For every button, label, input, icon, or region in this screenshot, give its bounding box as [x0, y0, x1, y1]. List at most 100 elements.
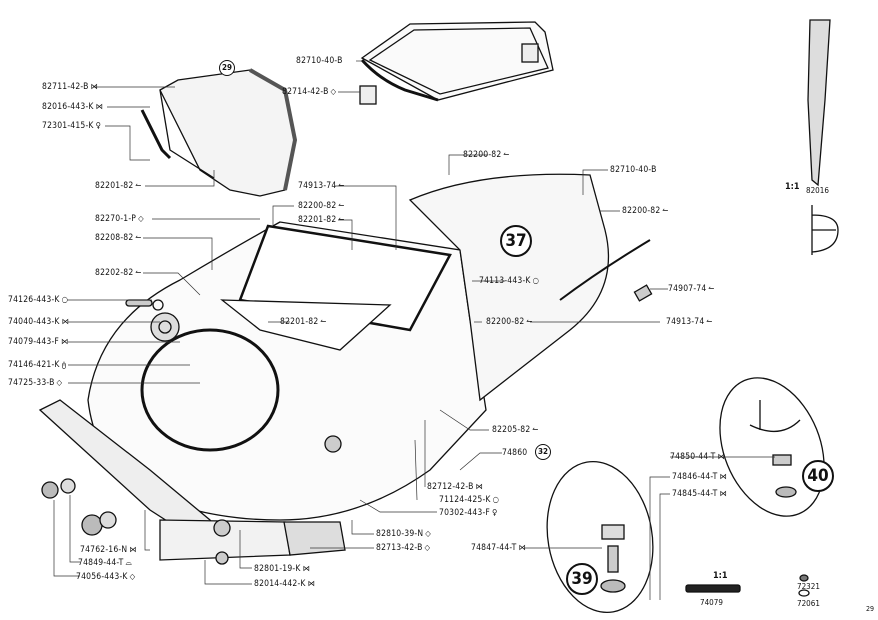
part-label-72301-415-K: 72301-415-K♀: [42, 121, 101, 131]
bowtie-icon: ⋈: [518, 543, 526, 552]
bowtie-icon: ⋈: [129, 545, 137, 554]
part-number: 82200-82: [486, 317, 525, 327]
part-label-74849-44-T: 74849-44-T⌓: [78, 558, 132, 568]
hook-icon: ტ: [61, 360, 67, 369]
part-number: 74913-74: [666, 317, 705, 327]
arrow-icon: ↼: [526, 317, 533, 326]
part-label-82801-19-K: 82801-19-K⋈: [254, 564, 310, 574]
arrow-icon: ↼: [503, 150, 510, 159]
part-number: 70302-443-F: [439, 508, 491, 518]
part-label-74913-74: 74913-74↼: [298, 181, 345, 191]
arrow-icon: ↼: [135, 268, 142, 277]
part-number: 82201-82: [298, 215, 337, 225]
detail-40-circle: [719, 377, 825, 517]
strip-74079: [685, 584, 741, 593]
side-cushion-assembly: [140, 68, 298, 197]
part-number: 74860: [502, 448, 528, 458]
detail-part-washer: 72061: [797, 599, 820, 608]
part-label-71124-425-K: 71124-425-K○: [439, 495, 499, 505]
part-number: 82200-82: [298, 201, 337, 211]
part-label-82016-443-K: 82016-443-K⋈: [42, 102, 103, 112]
part-number: 82205-82: [492, 425, 531, 435]
detail-part-nut: 72321: [797, 582, 820, 591]
diamond-icon: ◇: [330, 87, 337, 96]
circle-icon: ○: [532, 276, 540, 285]
part-number: 74725-33-B: [8, 378, 55, 388]
diamond-icon: ◇: [424, 543, 431, 552]
part-number: 74762-16-N: [80, 545, 128, 555]
key-icon: ♀: [492, 508, 498, 517]
part-number: 74113-443-K: [479, 276, 531, 286]
arrow-icon: ↼: [135, 181, 142, 190]
clip-82016-detail: [807, 19, 831, 187]
part-label-82710-40-B: 82710-40-B: [610, 165, 657, 175]
arrow-icon: ↼: [662, 206, 669, 215]
bowtie-icon: ⋈: [719, 489, 727, 498]
part-label-74846-44-T: 74846-44-T⋈: [672, 472, 727, 482]
part-number: 82202-82: [95, 268, 134, 278]
part-label-74913-74: 74913-74↼: [666, 317, 713, 327]
part-number: 74850-44-T: [670, 452, 716, 462]
part-label-82201-82: 82201-82↼: [298, 215, 345, 225]
bowtie-icon: ⋈: [719, 472, 727, 481]
part-label-82200-82: 82200-82↼: [298, 201, 345, 211]
part-label-82208-82: 82208-82↼: [95, 233, 142, 243]
part-label-74847-44-T: 74847-44-T⋈: [471, 543, 526, 553]
part-label-74126-443-K: 74126-443-K○: [8, 295, 68, 305]
part-label-74040-443-K: 74040-443-K⋈: [8, 317, 69, 327]
part-number: 82200-82: [463, 150, 502, 160]
part-label-82014-442-K: 82014-442-K⋈: [254, 579, 315, 589]
arrow-icon: ↼: [532, 425, 539, 434]
part-label-82270-1-P: 82270-1-P◇: [95, 214, 144, 224]
part-number: 82016-443-K: [42, 102, 94, 112]
part-label-82714-42-B: 82714-42-B◇: [282, 87, 336, 97]
part-number: 71124-425-K: [439, 495, 491, 505]
part-label-74725-33-B: 74725-33-B◇: [8, 378, 62, 388]
detail-39-circle: [546, 460, 654, 614]
circle-icon: ○: [61, 295, 69, 304]
bowtie-icon: ⋈: [61, 337, 69, 346]
bowtie-icon: ⋈: [475, 482, 483, 491]
part-number: 82208-82: [95, 233, 134, 243]
part-number: 82801-19-K: [254, 564, 301, 574]
part-number: 74056-443-K: [76, 572, 128, 582]
circle-icon: ○: [492, 495, 500, 504]
part-number: 74913-74: [298, 181, 337, 191]
diamond-icon: ◇: [138, 214, 144, 223]
part-label-74762-16-N: 74762-16-N⋈: [80, 545, 137, 555]
part-label-70302-443-F: 70302-443-F♀: [439, 508, 498, 518]
part-number: 82270-1-P: [95, 214, 137, 224]
part-label-74056-443-K: 74056-443-K◇: [76, 572, 135, 582]
arrow-icon: ↼: [338, 181, 345, 190]
part-label-82200-82: 82200-82↼: [463, 150, 510, 160]
arrow-icon: ↼: [135, 233, 142, 242]
part-label-82710-40-B: 82710-40-B: [296, 56, 343, 66]
part-number: 82712-42-B: [427, 482, 474, 492]
part-label-82201-82: 82201-82↼: [95, 181, 142, 191]
part-number: 74845-44-T: [672, 489, 718, 499]
part-number: 74907-74: [668, 284, 707, 294]
part-label-82201-82: 82201-82↼: [280, 317, 327, 327]
part-number: 82201-82: [95, 181, 134, 191]
part-number: 82201-82: [280, 317, 319, 327]
part-label-82200-82: 82200-82↼: [486, 317, 533, 327]
part-number: 74126-443-K: [8, 295, 60, 305]
part-number: 74849-44-T: [78, 558, 124, 568]
detail-part-strip: 74079: [700, 598, 723, 607]
part-number: 82710-40-B: [610, 165, 657, 175]
part-label-82713-42-B: 82713-42-B◇: [376, 543, 430, 553]
callout-37: 37: [500, 225, 532, 257]
arrow-icon: ↼: [338, 215, 345, 224]
part-number: 82200-82: [622, 206, 661, 216]
detail-part-clip: 82016: [806, 186, 829, 195]
diamond-icon: ◇: [129, 572, 136, 581]
callout-39: 39: [566, 563, 598, 595]
page-number: 29: [866, 605, 875, 613]
part-label-82711-42-B: 82711-42-B⋈: [42, 82, 98, 92]
callout-32: 32: [535, 444, 551, 460]
part-label-82205-82: 82205-82↼: [492, 425, 539, 435]
diamond-icon: ◇: [56, 378, 63, 387]
part-label-82810-39-N: 82810-39-N◇: [376, 529, 431, 539]
